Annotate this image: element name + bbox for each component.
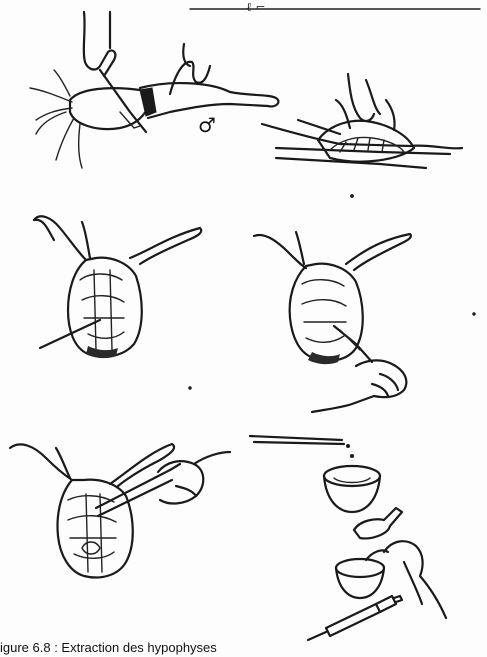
panel-mortar-syringe bbox=[250, 436, 446, 640]
knife bbox=[100, 70, 146, 132]
forceps bbox=[334, 326, 372, 362]
mortar-2 bbox=[336, 559, 384, 577]
panel-head-opened bbox=[34, 216, 201, 358]
hand-tool bbox=[312, 360, 406, 412]
skull-open bbox=[318, 121, 414, 162]
panel-forceps-extract bbox=[10, 444, 230, 577]
male-symbol: ♂ bbox=[198, 113, 216, 137]
pestle bbox=[354, 508, 402, 538]
forceps-2 bbox=[96, 464, 180, 508]
panel-cutting-head bbox=[30, 12, 278, 168]
tweezers bbox=[250, 436, 342, 440]
panel-opening-skull bbox=[262, 74, 462, 168]
head-outline-1 bbox=[68, 258, 142, 357]
head-outline-2 bbox=[290, 264, 363, 361]
figure-caption: igure 6.8 : Extraction des hypophyses bbox=[0, 640, 217, 655]
syringe bbox=[326, 604, 380, 636]
panel-extract-tool bbox=[254, 232, 411, 412]
